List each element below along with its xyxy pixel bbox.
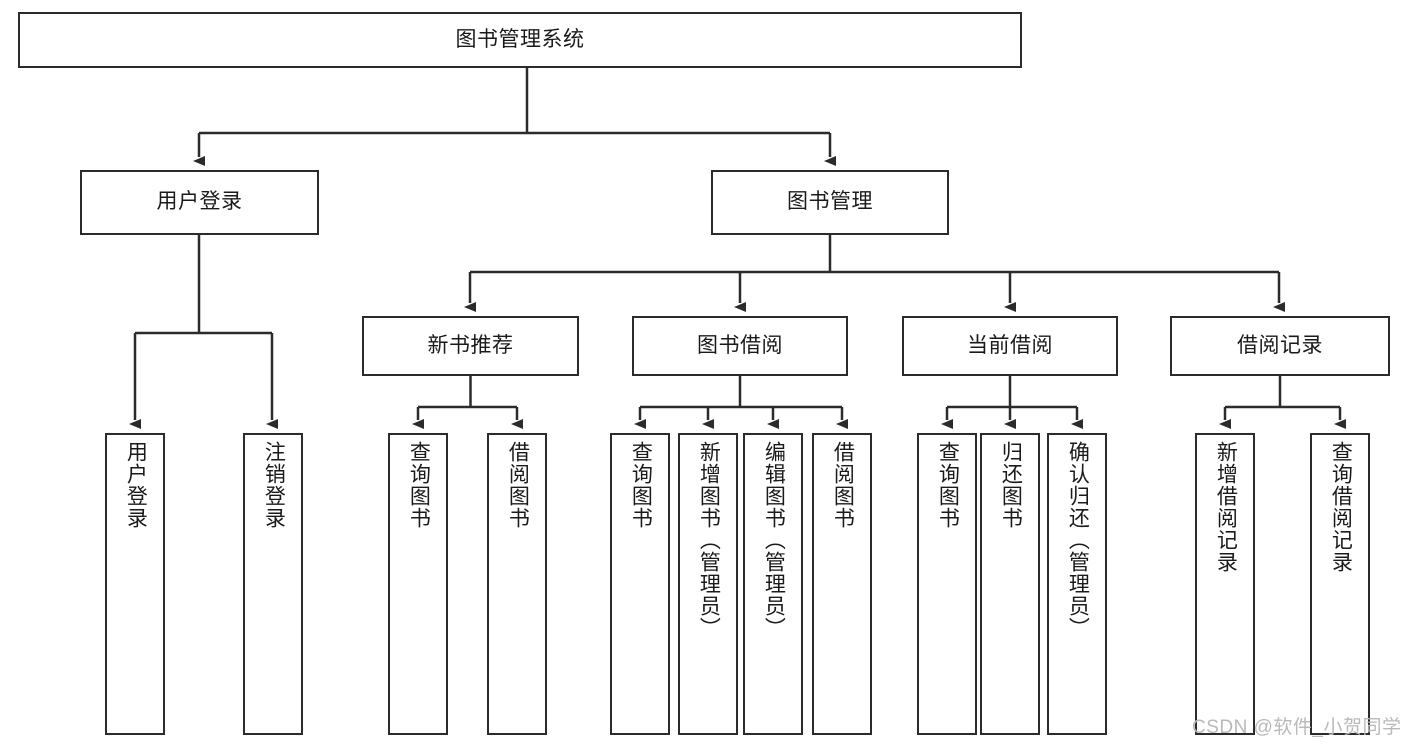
node-leaf-user-login[interactable]: 用户登录 (105, 433, 165, 735)
node-leaf-edit-book-admin[interactable]: 编辑图书（管理员） (743, 433, 803, 735)
node-book-manage[interactable]: 图书管理 (711, 170, 949, 235)
node-leaf-query-book-3[interactable]: 查询图书 (917, 433, 977, 735)
node-user-login-label: 用户登录 (156, 190, 243, 214)
node-current-borrow[interactable]: 当前借阅 (902, 316, 1118, 376)
node-leaf-query-book-2[interactable]: 查询图书 (610, 433, 670, 735)
node-leaf-query-borrow-record-label: 查询借阅记录 (1329, 441, 1353, 573)
node-borrow-record[interactable]: 借阅记录 (1170, 316, 1390, 376)
node-leaf-borrow-book-2-label: 借阅图书 (831, 441, 855, 529)
node-leaf-add-borrow-record[interactable]: 新增借阅记录 (1195, 433, 1255, 735)
node-leaf-confirm-return-admin-label: 确认归还（管理员） (1066, 441, 1090, 639)
node-current-borrow-label: 当前借阅 (967, 333, 1053, 357)
node-leaf-user-login-label: 用户登录 (124, 441, 148, 529)
node-user-login[interactable]: 用户登录 (80, 170, 319, 235)
node-leaf-query-book-1-label: 查询图书 (407, 441, 431, 529)
node-leaf-edit-book-admin-label: 编辑图书（管理员） (762, 441, 786, 639)
node-new-book-recommend-label: 新书推荐 (427, 333, 514, 357)
node-new-book-recommend[interactable]: 新书推荐 (362, 316, 579, 376)
node-book-borrow-label: 图书借阅 (697, 333, 783, 357)
node-leaf-confirm-return-admin[interactable]: 确认归还（管理员） (1047, 433, 1107, 735)
node-leaf-add-book-admin-label: 新增图书（管理员） (697, 441, 721, 639)
node-leaf-query-borrow-record[interactable]: 查询借阅记录 (1310, 433, 1370, 735)
node-leaf-borrow-book-2[interactable]: 借阅图书 (812, 433, 872, 735)
node-leaf-query-book-3-label: 查询图书 (936, 441, 960, 529)
node-leaf-add-book-admin[interactable]: 新增图书（管理员） (678, 433, 738, 735)
node-leaf-query-book-1[interactable]: 查询图书 (388, 433, 448, 735)
node-book-borrow[interactable]: 图书借阅 (632, 316, 848, 376)
node-root[interactable]: 图书管理系统 (18, 12, 1022, 68)
node-leaf-borrow-book-1[interactable]: 借阅图书 (487, 433, 547, 735)
node-leaf-borrow-book-1-label: 借阅图书 (506, 441, 530, 529)
node-root-label: 图书管理系统 (455, 27, 585, 51)
node-borrow-record-label: 借阅记录 (1237, 333, 1323, 357)
node-book-manage-label: 图书管理 (787, 190, 873, 214)
node-leaf-logout-login-label: 注销登录 (262, 441, 286, 529)
node-leaf-return-book[interactable]: 归还图书 (980, 433, 1040, 735)
node-leaf-add-borrow-record-label: 新增借阅记录 (1214, 441, 1238, 573)
node-leaf-return-book-label: 归还图书 (999, 441, 1023, 529)
node-leaf-logout-login[interactable]: 注销登录 (243, 433, 303, 735)
csdn-watermark: CSDN @软件_小贺同学 (1192, 717, 1402, 738)
node-leaf-query-book-2-label: 查询图书 (629, 441, 653, 529)
